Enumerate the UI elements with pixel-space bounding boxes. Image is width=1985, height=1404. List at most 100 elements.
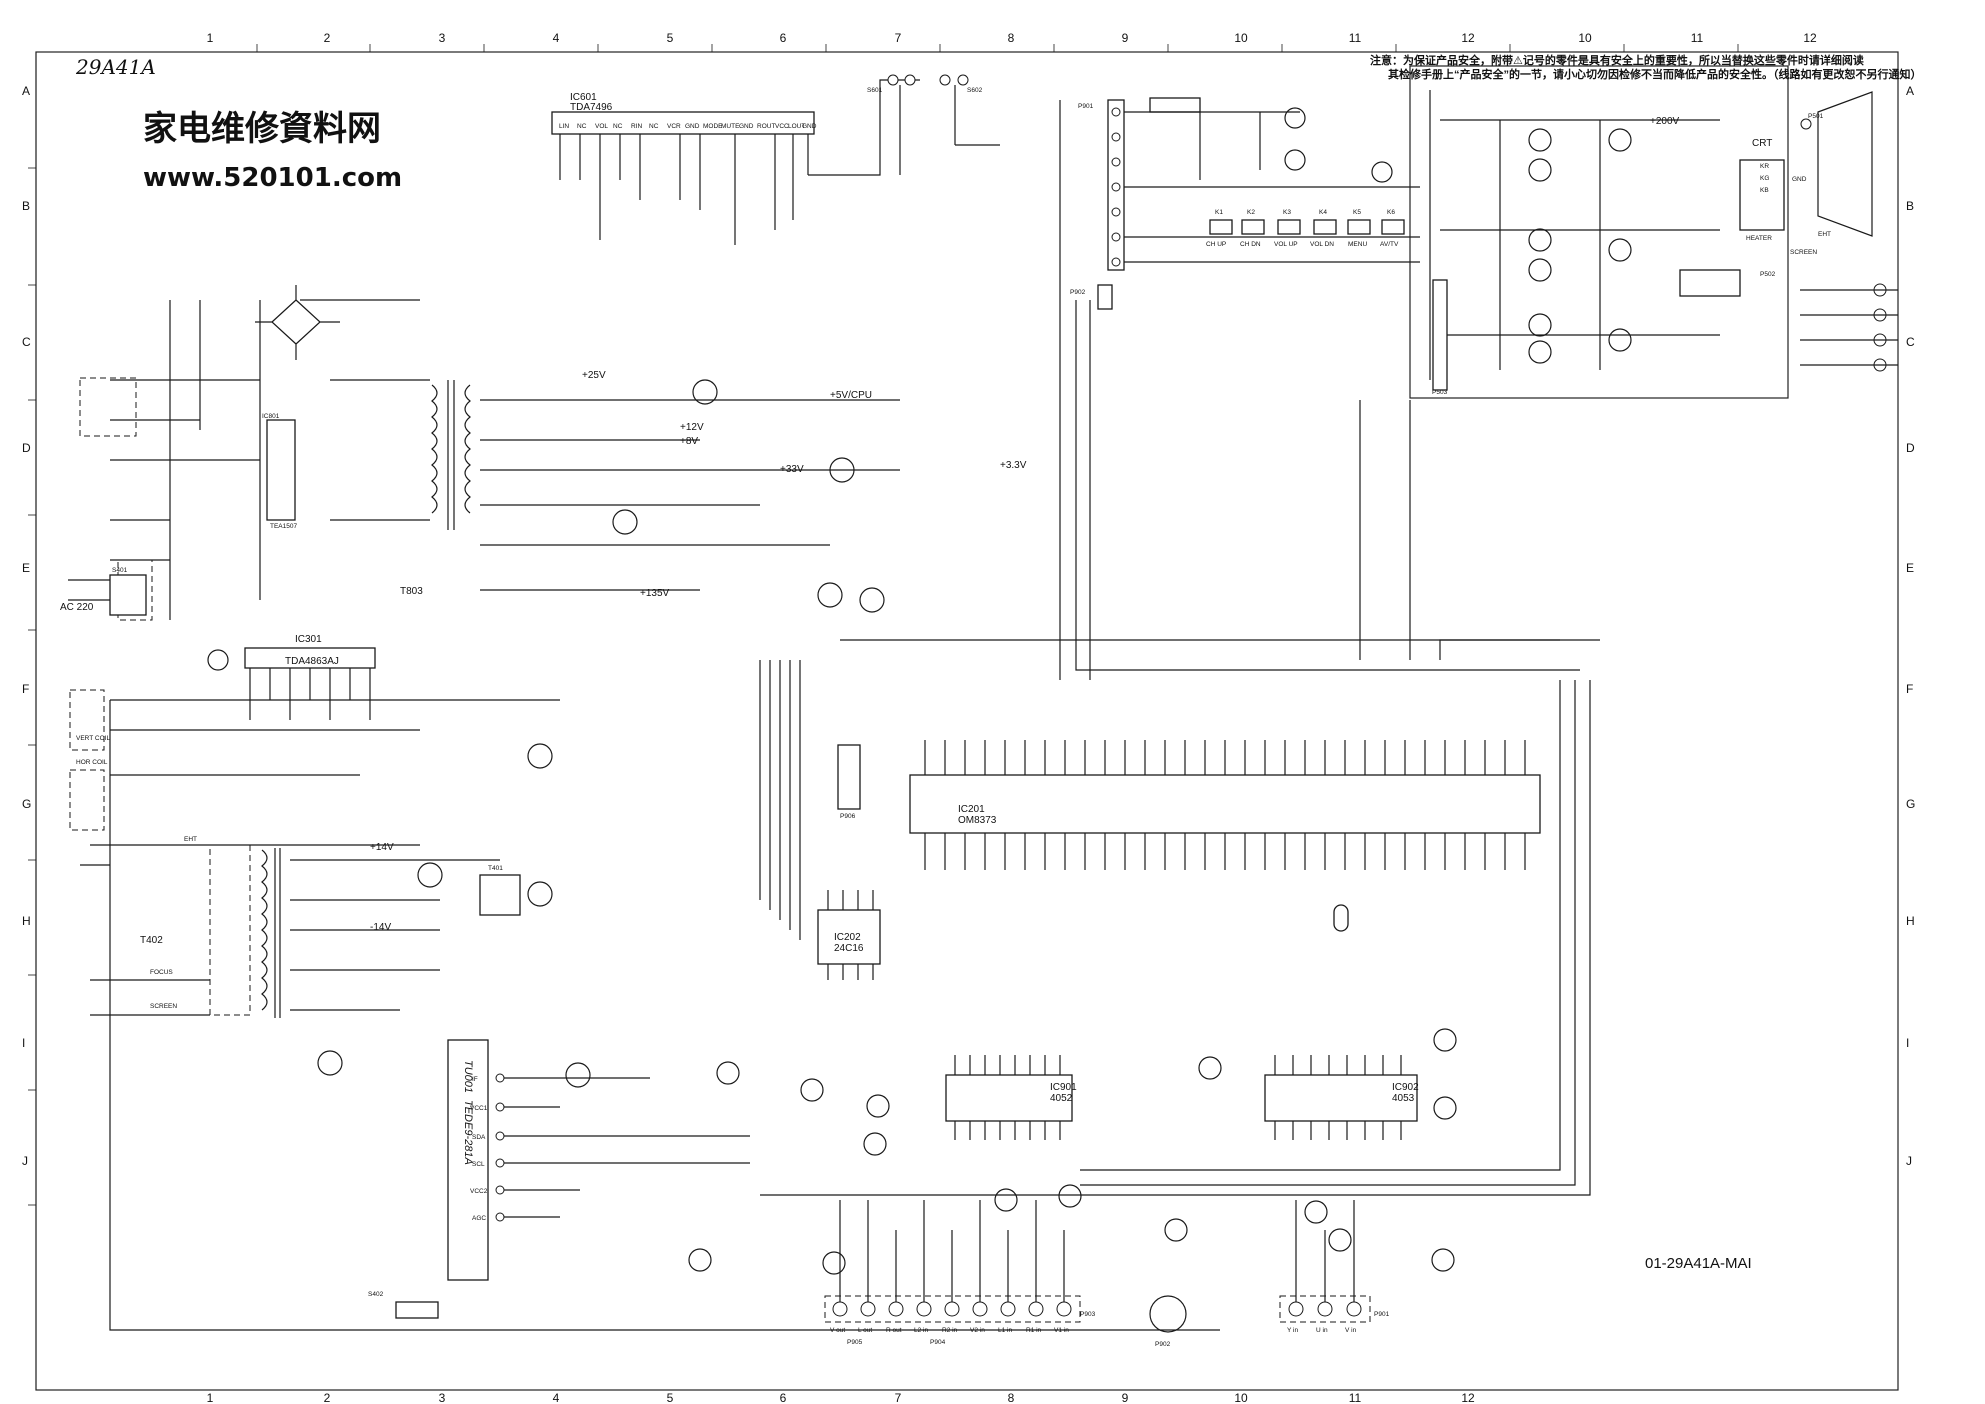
ic601-ref: IC601 (570, 92, 597, 103)
grid-row-c: C (22, 335, 31, 349)
transistor-q913 (800, 1078, 824, 1102)
grid-col-bottom-5: 5 (667, 1391, 674, 1404)
model-title: 29A41A (75, 55, 156, 79)
speaker-jacks: S601 S602 (867, 74, 983, 94)
ic601-pin-vcc: VCC (775, 123, 789, 130)
rail-14v-label: +14V (370, 842, 394, 853)
grid-row-right-b: B (1906, 199, 1914, 213)
transistor-q602 (1284, 107, 1306, 129)
power-supply-section: AC 220 IC801 TEA1507 T803 +5V/CPU +3.3V … (60, 285, 1027, 621)
yuv-u-in: U in (1316, 1327, 1328, 1334)
grid-col-bottom-11: 11 (1349, 1391, 1362, 1404)
tuner-pin-vcc1: VCC1 (470, 1105, 488, 1112)
grid-col-bottom-12: 12 (1461, 1391, 1475, 1404)
ic601-pin-lout: LOUT (788, 123, 805, 130)
speaker-connector-s401 (109, 574, 147, 616)
transistor-q523 (1608, 238, 1632, 262)
bottom-connectors: V out L out R out L2 in R2 in V2 in L1 i… (109, 567, 1390, 1348)
ir-receiver (1149, 97, 1201, 113)
ic801-box (266, 419, 296, 521)
ic901-part: 4052 (1050, 1093, 1073, 1104)
ic601-pin-nc1: NC (577, 123, 587, 130)
p501-label: P501 (1808, 113, 1824, 120)
rca-r2-in: R2 in (942, 1327, 958, 1334)
crt-board-section: +200V CRT KR KG KB GND EHT HEATER SCREEN… (1409, 65, 1898, 399)
svideo-connector-p902 (1149, 1295, 1187, 1333)
rca-l-out: L out (858, 1327, 872, 1334)
crystal-z201 (1333, 904, 1349, 932)
grid-col-2: 2 (324, 31, 331, 45)
ic801-ref: IC801 (262, 413, 280, 420)
transistor-q512 (1528, 128, 1552, 152)
grid-row-right-j: J (1906, 1154, 1912, 1168)
rail-12v-label: +12V (680, 422, 704, 433)
transistor-q401 (317, 1050, 343, 1076)
yuv-y-in: Y in (1287, 1327, 1298, 1334)
column-ticks (256, 44, 1739, 52)
transistor-q905 (1058, 1184, 1082, 1208)
ic601-amplifier: IC601 TDA7496 S601 S602 (551, 74, 1000, 245)
transistor-q912 (688, 1248, 712, 1272)
row-ticks (28, 167, 36, 1206)
grid-row-h: H (22, 914, 31, 928)
tuner-pin-agc: AGC (472, 1215, 486, 1222)
vert-coil-label: VERT COIL (76, 735, 110, 742)
grid-row-j: J (22, 1154, 28, 1168)
p902-svideo-label: P902 (1155, 1341, 1171, 1348)
ic601-pin-lin: LIN (559, 123, 569, 130)
safety-notice-line2: 其检修手册上“产品安全”的一节，请小心切勿因检修不当而降低产品的安全性。（线路如… (1388, 67, 1922, 81)
rail-33v-label: +3.3V (1000, 460, 1027, 471)
ic902-part: 4053 (1392, 1093, 1415, 1104)
ic601-pin-rin: RIN (631, 123, 643, 130)
crt-kb-label: KB (1760, 187, 1769, 194)
transistor-q447 (527, 743, 553, 769)
key-k3 (1277, 219, 1301, 235)
eht-label: EHT (184, 836, 197, 843)
connector-p503 (1432, 279, 1448, 391)
tuner-pin-sda: SDA (472, 1134, 486, 1141)
crt-kg-label: KG (1760, 175, 1769, 182)
ic601-pin-rout: ROUT (757, 123, 775, 130)
grid-row-b: B (22, 199, 30, 213)
crt-screen-label: SCREEN (1790, 249, 1817, 256)
transistor-q402 (417, 862, 443, 888)
t401-label: T401 (488, 865, 503, 872)
tuner-ref: TU001 (462, 1060, 474, 1093)
ic202-part: 24C16 (834, 943, 864, 954)
grid-col-bottom-3: 3 (439, 1391, 446, 1404)
ic201-top-pins (924, 740, 1526, 775)
crt-gnd-label: GND (1792, 176, 1807, 183)
grid-col-1: 1 (207, 31, 214, 45)
rca-r-out: R out (886, 1327, 902, 1334)
rail-minus14v-label: -14V (370, 922, 391, 933)
grid-col-10: 10 (1234, 31, 1248, 45)
transistor-q914 (866, 1094, 890, 1118)
tuner-pin-if: IF (472, 1076, 478, 1083)
transistor-q531 (1528, 340, 1552, 364)
transistor-q928 (1433, 1096, 1457, 1120)
t402-label: T402 (140, 935, 163, 946)
ic902-ref: IC902 (1392, 1082, 1419, 1093)
hor-coil-box (69, 769, 105, 831)
tuner-pin-scl: SCL (472, 1161, 485, 1168)
connector-p902 (1097, 284, 1113, 310)
key-k6-label: AV/TV (1380, 241, 1399, 248)
grid-col-14: 11 (1691, 31, 1704, 45)
interconnect-wiring (80, 100, 1600, 1331)
transformer-t803: T803 (400, 380, 471, 597)
transistor-q909 (1328, 1228, 1352, 1252)
transistor-q521 (1528, 258, 1552, 282)
rca-v-out: V out (830, 1327, 845, 1334)
page-frame: 1 2 3 4 5 6 7 8 9 10 11 12 10 11 12 1 2 … (22, 31, 1915, 1404)
transistor-q603 (1371, 161, 1393, 183)
horizontal-output-section: T402 EHT FOCUS SCREEN T401 (90, 743, 553, 1076)
transistor-q911 (822, 1251, 846, 1275)
transistor-q843 (859, 587, 885, 613)
grid-row-i: I (22, 1036, 25, 1050)
key-k5-label: MENU (1348, 241, 1367, 248)
crt-kr-label: KR (1760, 163, 1769, 170)
speaker-connector-s402 (395, 1301, 439, 1319)
rca-v2-in: V2 in (970, 1327, 985, 1334)
s401-label: S401 (112, 567, 128, 574)
ic801-part: TEA1507 (270, 523, 297, 530)
